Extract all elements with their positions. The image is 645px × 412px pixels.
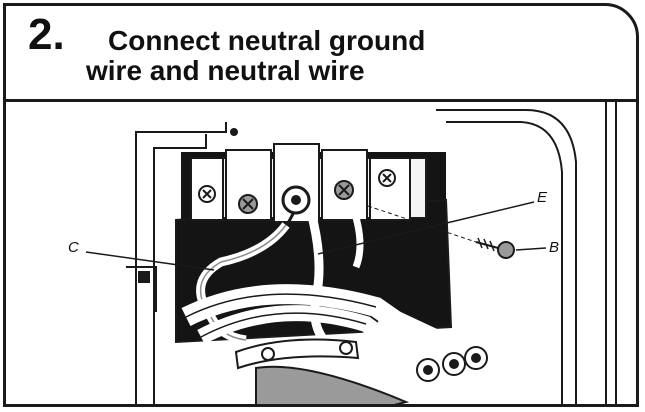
instruction-panel: 2. Connect neutral ground wire and neutr…	[3, 3, 639, 407]
step-title-line-2: wire and neutral wire	[86, 55, 365, 86]
step-header: 2. Connect neutral ground wire and neutr…	[6, 6, 636, 102]
clamp-screw-icon	[261, 347, 275, 361]
step-title-line-1: Connect neutral ground	[108, 25, 426, 56]
callout-c: C	[68, 239, 79, 256]
hot-wire	[347, 200, 364, 269]
clamp-screw-icon	[339, 341, 353, 355]
panel-hole	[138, 271, 150, 283]
panel-dot	[230, 128, 238, 136]
cabinet-outline	[446, 121, 563, 404]
cabinet-outline	[135, 122, 227, 404]
conduit	[255, 365, 410, 404]
callout-leader-c	[85, 251, 215, 271]
callout-leader-e	[317, 201, 535, 255]
terminal-end-right	[369, 157, 411, 221]
cabinet-outline	[153, 134, 207, 404]
callout-e: E	[537, 189, 548, 206]
wiring-illustration	[85, 102, 617, 404]
cabinet-outline	[126, 266, 157, 312]
loose-screw-head-icon	[497, 241, 515, 259]
strain-relief-clamp	[234, 338, 360, 370]
cabinet-outline	[436, 109, 577, 404]
callout-leader-b	[515, 247, 547, 251]
callout-b: B	[549, 239, 560, 256]
screw-guide-line	[367, 205, 477, 243]
step-number: 2.	[28, 10, 65, 59]
step-title: Connect neutral ground wire and neutral …	[86, 25, 426, 86]
